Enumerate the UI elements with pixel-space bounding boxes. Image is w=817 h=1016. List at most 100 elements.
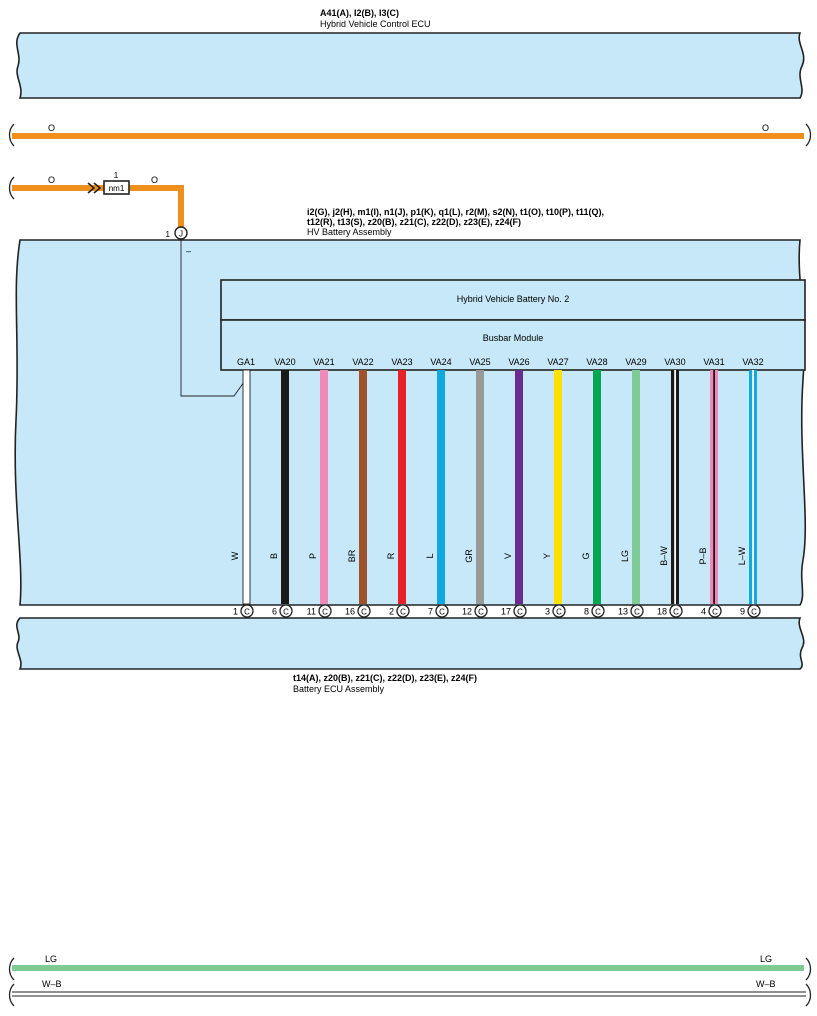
- wire-body: [554, 370, 562, 604]
- connector-pin-number: 18: [657, 607, 667, 617]
- lg-wire-left-label: LG: [45, 954, 57, 964]
- connector-letter: C: [322, 608, 328, 617]
- wire-color-code: Y: [542, 553, 552, 559]
- connector-pin-number: 4: [701, 607, 706, 617]
- busbar-terminal-label: VA21: [313, 357, 334, 367]
- connector-c-icon: [435, 604, 449, 618]
- orange-wire-2: [12, 185, 184, 230]
- connector-pin-number: 6: [272, 607, 277, 617]
- busbar-module-label: Busbar Module: [483, 333, 544, 343]
- wb-wire-right-label: W–B: [756, 979, 776, 989]
- connector-letter: C: [478, 608, 484, 617]
- busbar-terminal-label: VA25: [469, 357, 490, 367]
- connector-pin-number: 11: [307, 607, 316, 617]
- break-mark: [8, 176, 15, 200]
- connector-c-icon: [513, 604, 527, 618]
- break-mark: [805, 123, 812, 147]
- hv-battery-name: HV Battery Assembly: [307, 227, 392, 237]
- orange-wire-2-right-label: O: [151, 175, 158, 185]
- connector-letter: C: [595, 608, 601, 617]
- connector-c-icon: [591, 604, 605, 618]
- connector-c-icon: [474, 604, 488, 618]
- connector-c-icon: [669, 604, 683, 618]
- connector-letter: C: [751, 608, 757, 617]
- wire-body: [281, 370, 289, 604]
- hv-battery-no2-box: [220, 279, 806, 321]
- wire-color-code: L–W: [737, 546, 747, 565]
- connector-pin-number: 2: [389, 607, 394, 617]
- connector-letter: C: [673, 608, 679, 617]
- busbar-terminal-label: VA30: [664, 357, 685, 367]
- connector-pin-number: 9: [740, 607, 745, 617]
- busbar-terminal-label: VA20: [274, 357, 295, 367]
- wire-body: [515, 370, 523, 604]
- wire-color-code: BR: [347, 549, 357, 562]
- connector-c-icon: [396, 604, 410, 618]
- connector-pin-number: 8: [584, 607, 589, 617]
- top-ecu-name: Hybrid Vehicle Control ECU: [320, 19, 431, 29]
- wire-body: [242, 369, 251, 605]
- connector-letter: C: [361, 608, 367, 617]
- connector-c-icon: [630, 604, 644, 618]
- orange-wire-2-left-label: O: [48, 175, 55, 185]
- wire-color-code: G: [581, 552, 591, 559]
- busbar-terminal-label: VA27: [547, 357, 568, 367]
- wire-body: [476, 370, 484, 604]
- nm1-pin-label: 1: [114, 171, 119, 180]
- wire-body: [437, 370, 445, 604]
- connector-letter: C: [634, 608, 640, 617]
- busbar-terminal-label: VA32: [742, 357, 763, 367]
- busbar-terminal-label: VA23: [391, 357, 412, 367]
- connector-pin-number: 13: [618, 607, 628, 617]
- wire-stripe: [752, 370, 754, 604]
- connector-c-icon: [747, 604, 761, 618]
- battery-ecu-connector: t14(A), z20(B), z21(C), z22(D), z23(E), …: [293, 673, 477, 683]
- busbar-terminal-label: VA29: [625, 357, 646, 367]
- wire-body: [320, 370, 328, 604]
- hv-battery-connector-line2: t12(R), t13(S), z20(B), z21(C), z22(D), …: [307, 217, 521, 227]
- wire-color-code: B: [269, 553, 279, 559]
- connector-letter: C: [517, 608, 523, 617]
- break-mark: [8, 957, 15, 981]
- connector-pin-number: 3: [545, 607, 550, 617]
- wire-body: [398, 370, 406, 604]
- busbar-terminal-label: VA26: [508, 357, 529, 367]
- connector-letter: C: [439, 608, 445, 617]
- connector-letter: C: [400, 608, 406, 617]
- battery-ecu-box: [16, 617, 805, 670]
- connector-letter: C: [556, 608, 562, 617]
- top-ecu-connector: A41(A), I2(B), I3(C): [320, 8, 399, 18]
- busbar-terminal-label: VA24: [430, 357, 451, 367]
- busbar-terminal-label: VA28: [586, 357, 607, 367]
- wire-stripe: [674, 370, 676, 604]
- connector-c-icon: [357, 604, 371, 618]
- junction-letter: J: [179, 230, 183, 239]
- busbar-terminal-label: GA1: [237, 357, 255, 367]
- break-mark: [805, 957, 812, 981]
- hv-battery-connector-line1: i2(G), j2(H), m1(I), n1(J), p1(K), q1(L)…: [307, 207, 604, 217]
- wire-color-code: L: [425, 553, 435, 558]
- orange-wire-1-right-label: O: [762, 123, 769, 133]
- connector-c-icon: [279, 604, 293, 618]
- wire-color-code: R: [386, 552, 396, 559]
- orange-wire-1-left-label: O: [48, 123, 55, 133]
- junction-j-icon: [174, 226, 188, 240]
- connector-c-icon: [318, 604, 332, 618]
- connector-c-icon: [240, 604, 254, 618]
- connector-pin-number: 16: [345, 607, 355, 617]
- connector-letter: C: [712, 608, 718, 617]
- connector-pin-number: 12: [462, 607, 472, 617]
- hv-battery-no2-label: Hybrid Vehicle Battery No. 2: [457, 294, 570, 304]
- connector-arrow-icon: [87, 182, 102, 194]
- wire-color-code: V: [503, 553, 513, 559]
- wire-color-code: LG: [620, 550, 630, 562]
- wire-color-code: P–B: [698, 547, 708, 564]
- wire-color-code: P: [308, 553, 318, 559]
- wire-stripe: [713, 370, 715, 604]
- break-mark: [8, 983, 15, 1007]
- wire-color-code: W: [230, 551, 240, 560]
- break-mark: [8, 123, 15, 147]
- wire-body: [359, 370, 367, 604]
- busbar-terminal-label: VA31: [703, 357, 724, 367]
